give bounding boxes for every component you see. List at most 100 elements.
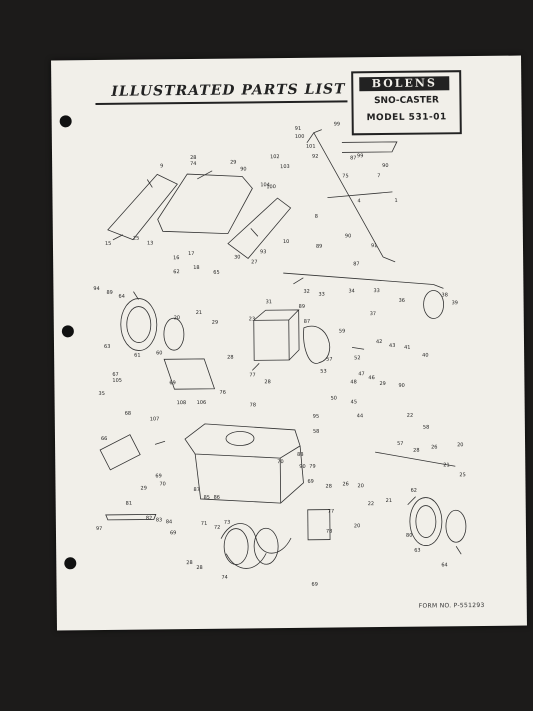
svg-text:90: 90 [345,233,351,239]
svg-text:83: 83 [156,517,162,523]
svg-text:82: 82 [146,515,152,521]
svg-text:99: 99 [334,121,340,127]
svg-text:90: 90 [299,464,305,470]
wheel-right-part [409,497,443,546]
svg-text:43: 43 [389,343,395,349]
svg-text:46: 46 [368,375,374,381]
svg-text:16: 16 [173,255,179,261]
svg-text:94: 94 [93,286,99,292]
svg-text:40: 40 [422,353,428,359]
svg-text:95: 95 [313,414,319,420]
svg-text:31: 31 [266,299,272,305]
handle-part [306,129,384,258]
svg-text:70: 70 [277,459,283,465]
svg-text:53: 53 [320,369,326,375]
svg-text:67: 67 [112,372,118,378]
svg-text:84: 84 [166,519,172,525]
svg-text:28: 28 [413,448,419,454]
svg-text:1: 1 [394,198,397,204]
svg-text:66: 66 [101,436,107,442]
svg-text:33: 33 [318,292,324,298]
svg-text:89: 89 [316,244,322,250]
svg-text:69: 69 [312,582,318,588]
svg-text:87: 87 [353,261,359,267]
auger-housing-part [184,423,301,459]
svg-text:22: 22 [407,413,413,419]
chute-base-part [163,358,216,390]
svg-text:103: 103 [280,164,290,170]
svg-text:21: 21 [386,498,392,504]
svg-text:77: 77 [249,372,255,378]
svg-text:29: 29 [212,320,218,326]
svg-text:71: 71 [201,521,207,527]
svg-text:20: 20 [457,442,463,448]
svg-text:65: 65 [213,270,219,276]
svg-text:89: 89 [299,304,305,310]
svg-text:91: 91 [371,243,377,249]
svg-text:62: 62 [173,269,179,275]
svg-text:85: 85 [204,495,210,501]
side-panel-part [227,197,292,259]
drive-shaft-part [375,451,456,467]
axle-part [283,272,434,285]
svg-text:13: 13 [147,240,153,246]
svg-text:69: 69 [170,530,176,536]
svg-text:62: 62 [411,488,417,494]
hub-left-part [163,317,185,351]
svg-text:76: 76 [219,390,225,396]
housing-part [157,173,253,235]
svg-text:58: 58 [423,425,429,431]
svg-text:26: 26 [431,444,437,450]
svg-text:97: 97 [96,526,102,532]
svg-text:101: 101 [306,144,316,150]
svg-text:21: 21 [443,462,449,468]
svg-text:52: 52 [354,355,360,361]
svg-text:7: 7 [377,173,380,179]
svg-text:91: 91 [295,126,301,132]
svg-text:57: 57 [397,441,403,447]
svg-text:42: 42 [376,339,382,345]
svg-text:63: 63 [414,548,420,554]
svg-text:57: 57 [326,357,332,363]
svg-text:86: 86 [214,495,220,501]
svg-text:80: 80 [406,533,412,539]
svg-text:59: 59 [339,328,345,334]
pulley-part [423,290,445,319]
wheel-left-part [120,298,158,351]
svg-text:87: 87 [304,319,310,325]
svg-text:28: 28 [190,155,196,161]
svg-text:106: 106 [197,400,207,406]
svg-text:70: 70 [159,481,165,487]
svg-text:28: 28 [227,355,233,361]
svg-text:79: 79 [309,464,315,470]
svg-text:10: 10 [283,239,289,245]
svg-text:47: 47 [358,371,364,377]
svg-text:28: 28 [196,565,202,571]
svg-text:90: 90 [382,163,388,169]
svg-text:69: 69 [307,479,313,485]
svg-text:78: 78 [250,402,256,408]
scraper-bar-part [105,513,157,521]
svg-text:34: 34 [348,288,354,294]
svg-text:29: 29 [140,485,146,491]
svg-text:69: 69 [169,380,175,386]
hub-right-part [445,509,467,543]
svg-text:77: 77 [328,509,334,515]
svg-text:108: 108 [177,400,187,406]
svg-text:64: 64 [118,294,124,300]
svg-text:74: 74 [190,161,196,167]
parts-list-sheet: ILLUSTRATED PARTS LIST BOLENS SNO-CASTER… [51,55,527,631]
svg-text:41: 41 [404,345,410,351]
svg-text:64: 64 [441,562,447,568]
svg-text:100: 100 [266,184,276,190]
svg-text:21: 21 [196,310,202,316]
svg-text:22: 22 [368,501,374,507]
discharge-chute-part [99,434,141,471]
svg-text:105: 105 [112,378,122,384]
svg-text:30: 30 [234,255,240,261]
svg-text:69: 69 [155,473,161,479]
svg-text:39: 39 [452,300,458,306]
svg-text:89: 89 [106,290,112,296]
svg-text:93: 93 [260,249,266,255]
svg-text:87: 87 [350,155,356,161]
